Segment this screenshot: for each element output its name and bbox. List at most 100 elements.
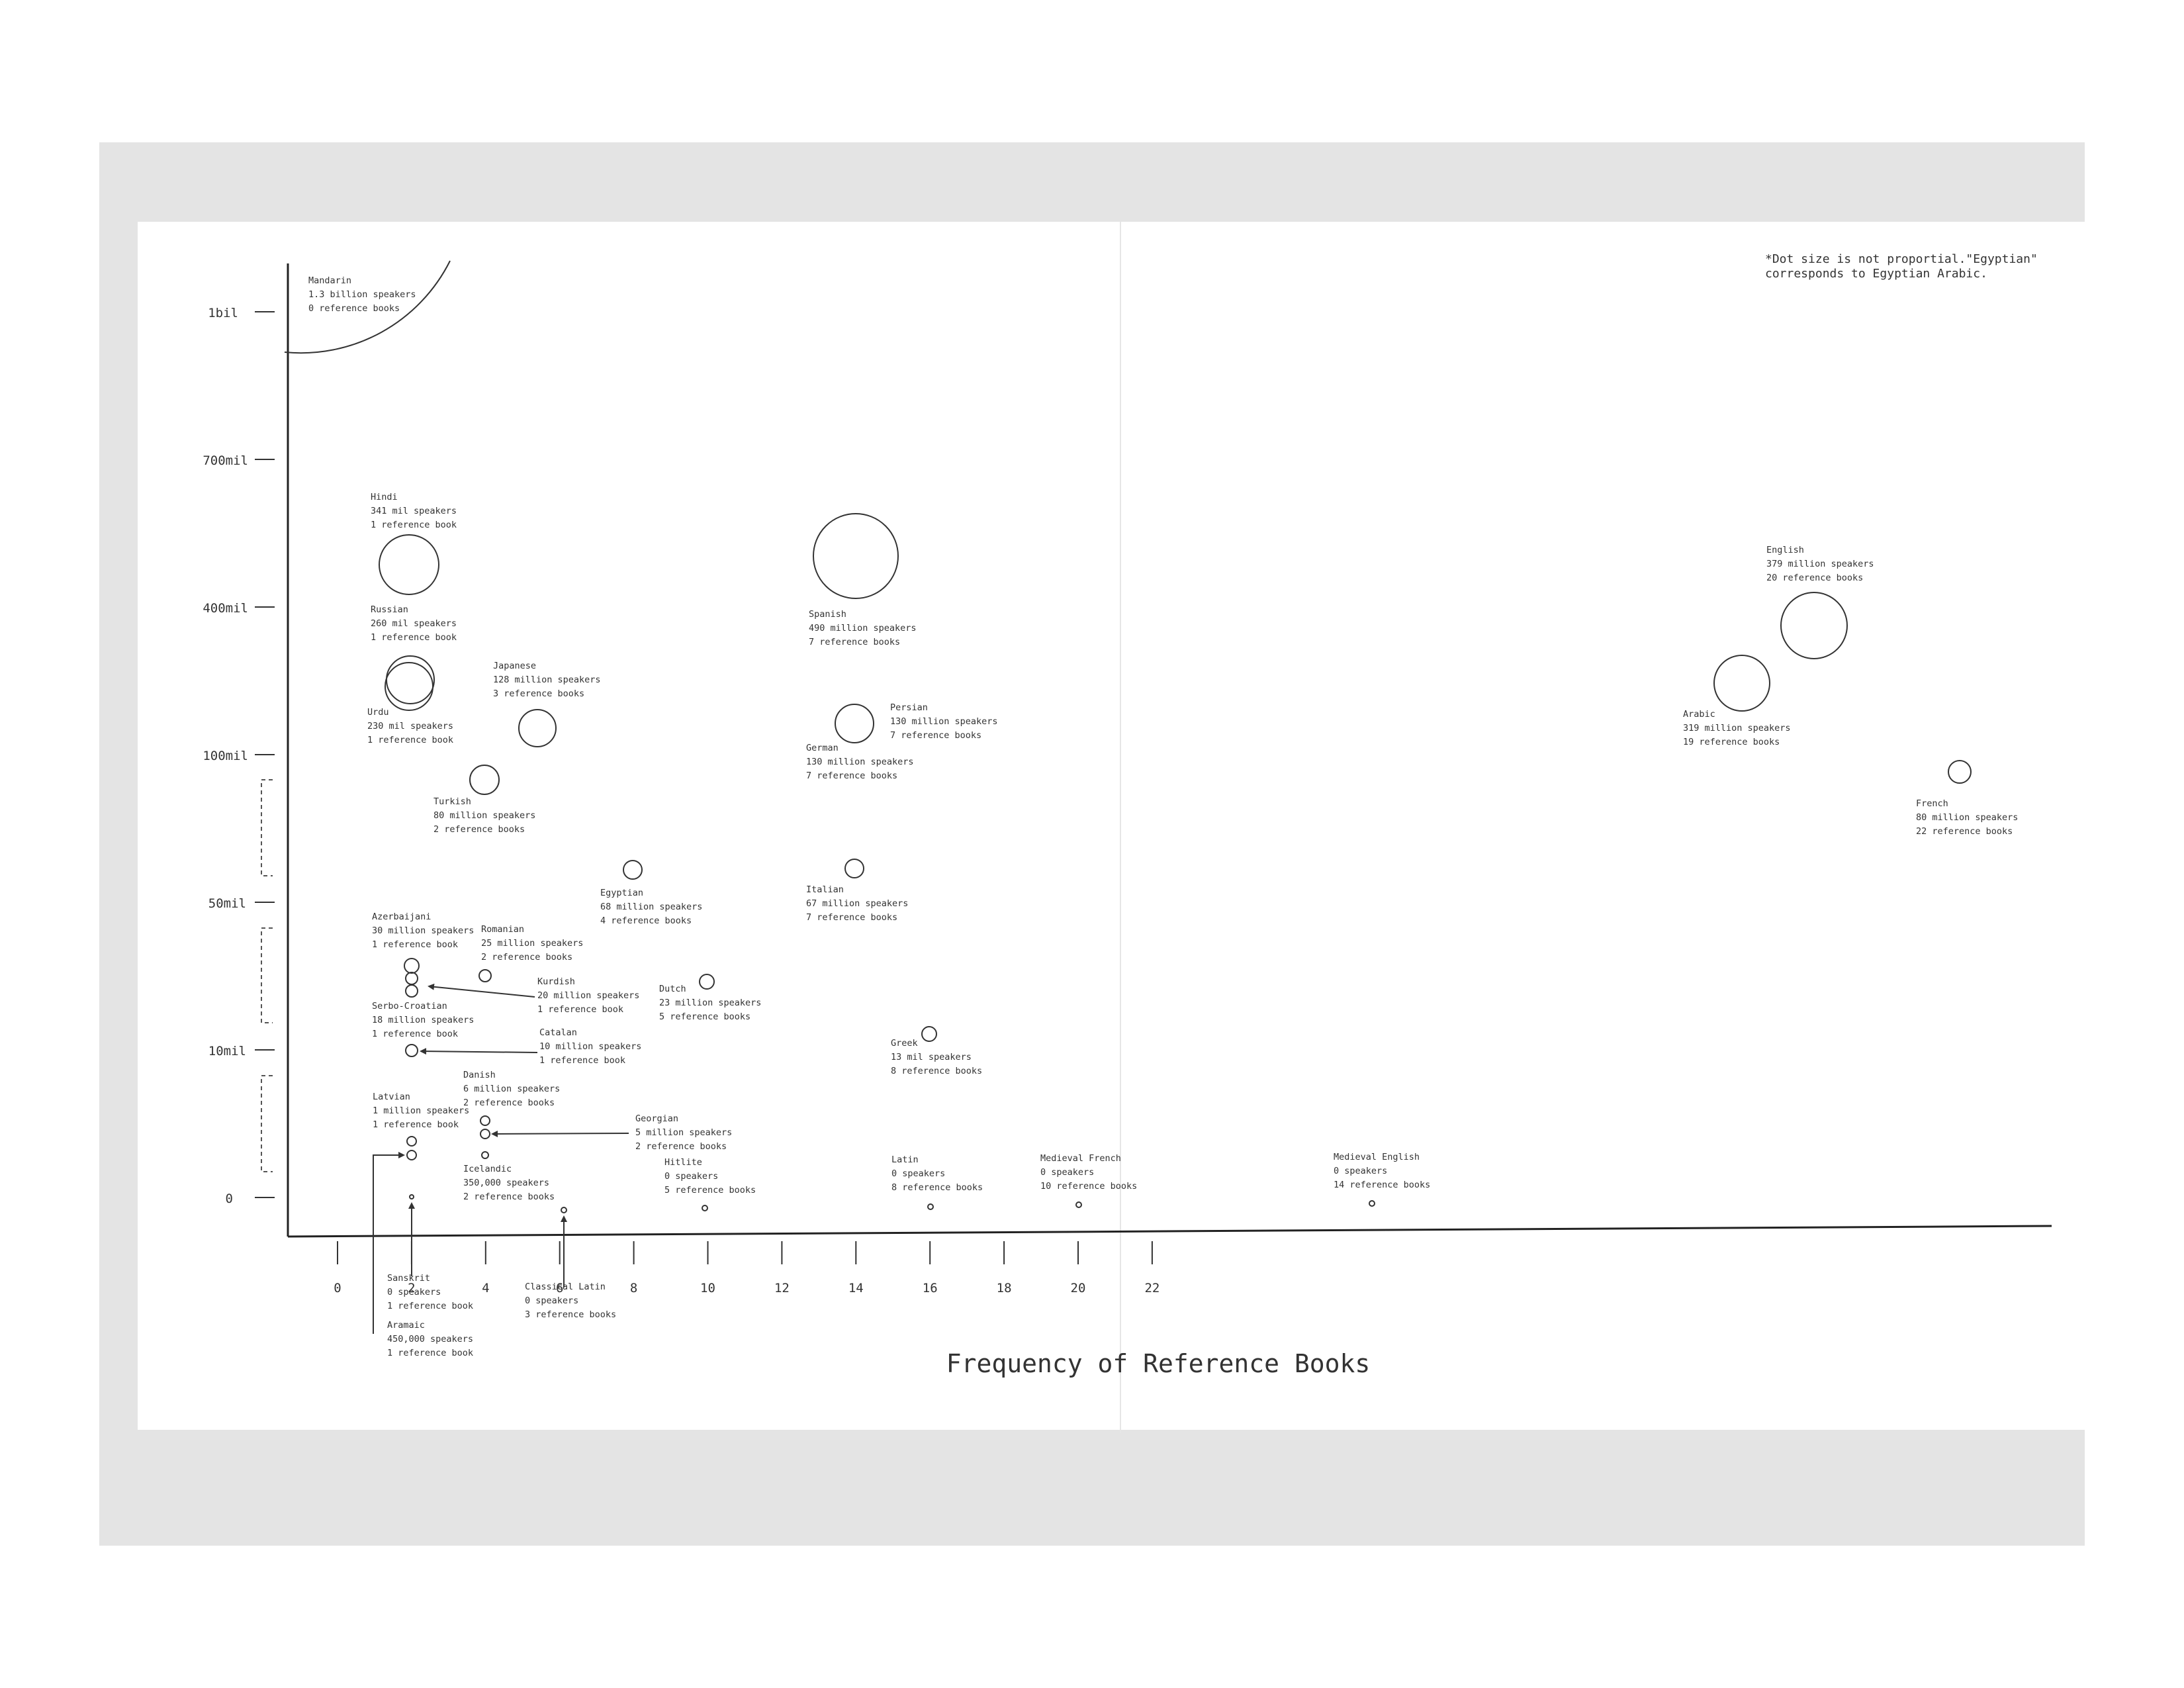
- label-line: 10 reference books: [1040, 1181, 1137, 1192]
- label-line: Latvian: [373, 1092, 410, 1102]
- x-tick-label: 14: [848, 1281, 864, 1295]
- label-line: Greek: [891, 1038, 918, 1049]
- label-line: Russian: [371, 604, 408, 615]
- label-line: Romanian: [481, 924, 524, 935]
- label-line: Italian: [806, 884, 844, 895]
- label-line: 0 speakers: [525, 1295, 578, 1306]
- label-line: 2 reference books: [463, 1192, 555, 1202]
- label-line: 68 million speakers: [600, 902, 702, 912]
- label-line: Mandarin: [308, 275, 351, 286]
- label-line: Egyptian: [600, 888, 643, 898]
- label-line: 2 reference books: [463, 1098, 555, 1108]
- x-axis: [287, 1225, 2052, 1238]
- point-latin: [927, 1203, 934, 1210]
- point-georgian: [480, 1129, 490, 1139]
- label-line: 3 reference books: [493, 688, 584, 699]
- label-turkish: Turkish 80 million speakers 2 reference bo…: [433, 796, 535, 835]
- label-line: 0 speakers: [1334, 1166, 1387, 1176]
- label-line: 0 speakers: [1040, 1167, 1094, 1178]
- label-line: 5 reference books: [664, 1185, 756, 1196]
- data-points: [284, 260, 1972, 1213]
- label-line: 128 million speakers: [493, 675, 601, 685]
- label-line: Turkish: [433, 796, 471, 807]
- y-tick-label: 1bil: [208, 306, 238, 320]
- label-line: Aramaic: [387, 1320, 425, 1331]
- label-line: Latin: [891, 1154, 919, 1165]
- point-dutch: [699, 974, 715, 990]
- label-line: Icelandic: [463, 1164, 512, 1174]
- label-line: Catalan: [539, 1027, 577, 1038]
- label-line: 5 million speakers: [635, 1127, 732, 1138]
- label-line: 490 million speakers: [809, 623, 917, 633]
- label-hindi: Hindi 341 mil speakers 1 reference book: [371, 492, 457, 530]
- label-line: 1 million speakers: [373, 1105, 469, 1116]
- point-turkish: [469, 765, 500, 795]
- y-tick-label: 0: [226, 1192, 233, 1206]
- label-line: 130 million speakers: [806, 757, 914, 767]
- label-line: 20 million speakers: [537, 990, 639, 1001]
- label-line: 7 reference books: [806, 771, 897, 781]
- point-latvian-2: [406, 1150, 417, 1160]
- point-greek: [921, 1026, 937, 1042]
- x-tick-label: 22: [1144, 1281, 1160, 1295]
- point-hitlite: [702, 1205, 708, 1211]
- label-line: 230 mil speakers: [367, 721, 453, 731]
- label-line: 1 reference book: [539, 1055, 625, 1066]
- point-sanskrit: [409, 1194, 414, 1199]
- x-tick-label: 8: [630, 1281, 637, 1295]
- label-line: 80 million speakers: [1916, 812, 2018, 823]
- label-line: Hitlite: [664, 1157, 702, 1168]
- label-line: 19 reference books: [1683, 737, 1780, 747]
- label-italian: Italian 67 million speakers 7 reference bo…: [806, 884, 908, 923]
- label-hitlite: Hitlite 0 speakers 5 reference books: [664, 1157, 756, 1196]
- kurdish-connector: [428, 983, 535, 998]
- label-line: Hindi: [371, 492, 398, 502]
- label-egyptian: Egyptian 68 million speakers 4 reference b…: [600, 888, 702, 926]
- connectors: [373, 983, 629, 1334]
- x-tick-label: 4: [482, 1281, 489, 1295]
- label-line: French: [1916, 798, 1948, 809]
- label-line: Urdu: [367, 707, 389, 718]
- point-medieval-english: [1369, 1200, 1375, 1207]
- point-russian-2: [385, 662, 433, 711]
- label-line: Spanish: [809, 609, 846, 620]
- label-line: 80 million speakers: [433, 810, 535, 821]
- label-line: 341 mil speakers: [371, 506, 457, 516]
- label-line: 7 reference books: [890, 730, 981, 741]
- label-line: 1 reference book: [372, 1029, 458, 1039]
- point-azerbaijani-3: [405, 984, 418, 998]
- x-tick-label: 10: [700, 1281, 715, 1295]
- label-line: 1 reference book: [371, 520, 457, 530]
- y-bracket-2: [261, 927, 273, 1023]
- x-tick-label: 16: [923, 1281, 938, 1295]
- label-line: Medieval English: [1334, 1152, 1420, 1162]
- label-line: 2 reference books: [433, 824, 525, 835]
- label-line: 7 reference books: [806, 912, 897, 923]
- label-line: Danish: [463, 1070, 496, 1080]
- point-classical-latin: [561, 1207, 567, 1213]
- label-line: 0 speakers: [664, 1171, 718, 1182]
- footnote-line-2: corresponds to Egyptian Arabic.: [1765, 267, 1987, 281]
- footnote-line-1: *Dot size is not proportial."Egyptian": [1765, 252, 2038, 266]
- label-line: 67 million speakers: [806, 898, 908, 909]
- label-line: 4 reference books: [600, 915, 692, 926]
- aramaic-connector: [373, 1152, 405, 1334]
- label-line: German: [806, 743, 839, 753]
- label-line: 8 reference books: [891, 1066, 982, 1076]
- label-line: 1 reference book: [371, 632, 457, 643]
